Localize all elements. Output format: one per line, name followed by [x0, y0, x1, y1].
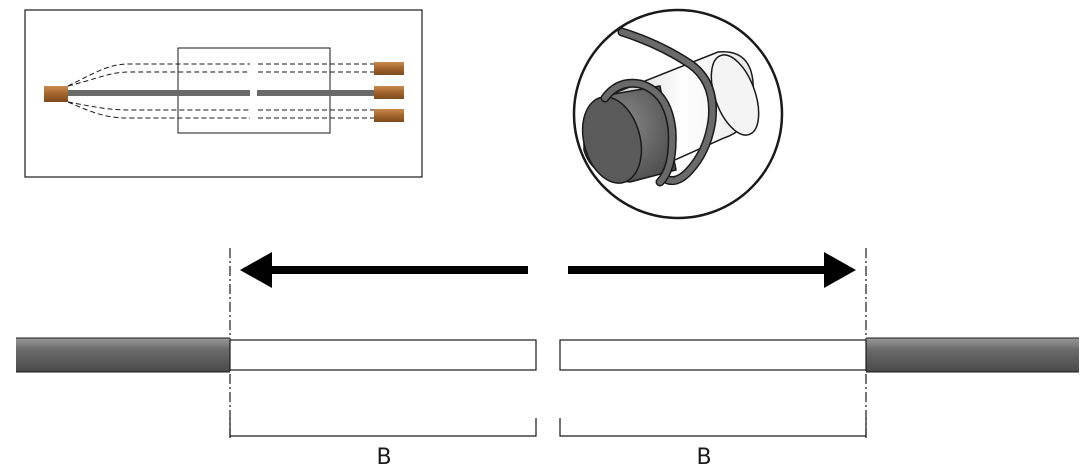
dashed-sheaths	[67, 63, 374, 119]
right-dimension-bracket	[559, 418, 867, 437]
left-dimension-label: B	[376, 445, 391, 470]
left-dimension-bracket	[229, 418, 537, 437]
tape-wrap-inset	[572, 8, 784, 220]
right-conductor-middle	[374, 86, 404, 99]
right-conductor-top	[374, 62, 404, 75]
cable-end	[581, 85, 677, 184]
arrow-right-icon	[568, 252, 856, 288]
tape-spiral	[600, 27, 718, 187]
splice-schematic-inset	[24, 9, 423, 178]
right-conductor-bottom	[374, 109, 404, 122]
left-cable	[16, 337, 230, 373]
left-conductor	[44, 86, 68, 102]
center-cable-right	[257, 90, 374, 96]
center-cable-left	[68, 90, 250, 96]
right-tube	[559, 339, 867, 371]
left-tube	[229, 339, 537, 371]
right-cable	[866, 337, 1079, 373]
right-dimension-label: B	[696, 445, 711, 470]
arrow-left-icon	[240, 252, 528, 288]
